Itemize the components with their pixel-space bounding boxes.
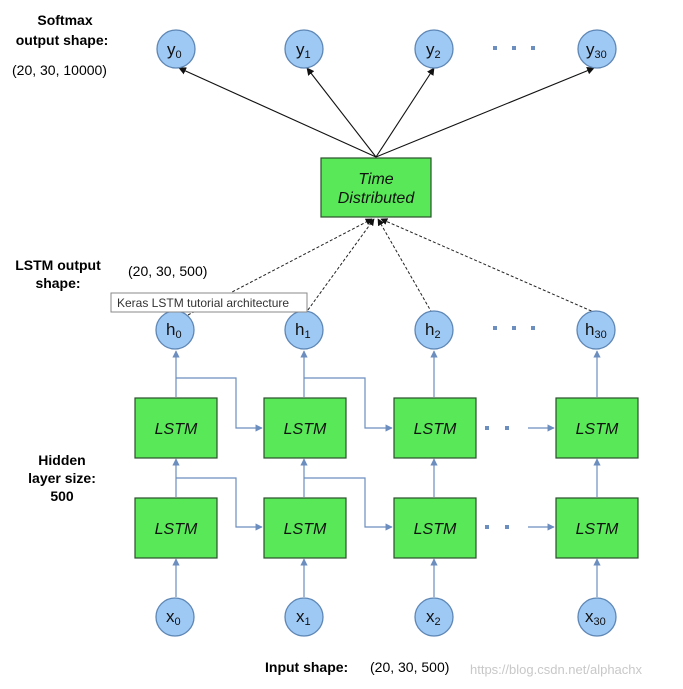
- svg-text:Time: Time: [358, 171, 394, 188]
- lstm-cell-bottom-1: LSTM: [263, 497, 347, 559]
- hidden-to-time-distributed-arrows: [187, 218, 597, 316]
- lstm-output-label-line1: LSTM output: [15, 257, 101, 273]
- top-row-ellipsis: [485, 426, 509, 430]
- svg-text:LSTM: LSTM: [284, 521, 327, 538]
- svg-text:y1: y1: [296, 40, 311, 61]
- output-node-y1: y1: [284, 29, 324, 69]
- output-node-y0: y0: [156, 29, 196, 69]
- svg-text:LSTM: LSTM: [414, 421, 457, 438]
- softmax-label-line2: output shape:: [16, 32, 109, 48]
- input-shape-value: (20, 30, 500): [370, 659, 449, 675]
- output-node-y2: y2: [414, 29, 454, 69]
- lstm-cell-top-1: LSTM: [263, 397, 347, 459]
- hidden-label-line1: Hidden: [38, 452, 85, 468]
- svg-text:y2: y2: [426, 40, 441, 61]
- output-arrows: [178, 67, 595, 158]
- lstm-cell-top-0: LSTM: [134, 397, 218, 459]
- softmax-shape: (20, 30, 10000): [12, 62, 107, 78]
- svg-text:LSTM: LSTM: [576, 421, 619, 438]
- input-node-x1: x1: [284, 597, 324, 637]
- lstm-output-shape: (20, 30, 500): [128, 263, 207, 279]
- svg-text:h1: h1: [295, 320, 311, 341]
- hidden-label-line2: layer size:: [28, 470, 96, 486]
- hidden-label-line3: 500: [50, 488, 74, 504]
- svg-text:x0: x0: [166, 607, 181, 628]
- lstm-cell-bottom-0: LSTM: [134, 497, 218, 559]
- svg-text:h30: h30: [585, 320, 607, 341]
- lstm-cell-top-30: LSTM: [555, 397, 639, 459]
- output-ellipsis: [493, 46, 535, 50]
- hidden-node-h1: h1: [284, 310, 324, 350]
- svg-text:LSTM: LSTM: [284, 421, 327, 438]
- input-node-x30: x30: [577, 597, 617, 637]
- lstm-cell-bottom-2: LSTM: [393, 497, 477, 559]
- watermark: https://blog.csdn.net/alphachx: [470, 662, 643, 677]
- svg-text:h0: h0: [166, 320, 182, 341]
- lstm-cell-bottom-30: LSTM: [555, 497, 639, 559]
- bottom-row-recurrent-arrows: [176, 477, 555, 531]
- svg-text:Keras LSTM tutorial architectu: Keras LSTM tutorial architecture: [117, 296, 289, 310]
- output-node-y30: y30: [577, 29, 617, 69]
- input-node-x2: x2: [414, 597, 454, 637]
- hidden-node-h0: h0: [155, 310, 195, 350]
- softmax-label-line1: Softmax: [37, 12, 92, 28]
- top-row-recurrent-arrows: [176, 377, 555, 432]
- svg-text:x1: x1: [296, 607, 311, 628]
- bottom-row-ellipsis: [485, 525, 509, 529]
- svg-text:y0: y0: [167, 40, 182, 61]
- time-distributed-layer: Time Distributed: [320, 157, 432, 218]
- hidden-node-h2: h2: [414, 310, 454, 350]
- svg-text:LSTM: LSTM: [155, 421, 198, 438]
- tooltip: Keras LSTM tutorial architecture: [110, 292, 308, 313]
- input-shape-label: Input shape:: [265, 659, 348, 675]
- svg-text:h2: h2: [425, 320, 441, 341]
- hidden-ellipsis: [493, 326, 535, 330]
- svg-text:LSTM: LSTM: [155, 521, 198, 538]
- svg-text:LSTM: LSTM: [576, 521, 619, 538]
- svg-text:Distributed: Distributed: [338, 190, 416, 207]
- svg-text:x2: x2: [426, 607, 441, 628]
- lstm-cell-top-2: LSTM: [393, 397, 477, 459]
- svg-text:x30: x30: [585, 607, 606, 628]
- hidden-node-h30: h30: [576, 310, 616, 350]
- input-node-x0: x0: [155, 597, 195, 637]
- svg-text:y30: y30: [586, 40, 607, 61]
- lstm-output-label-line2: shape:: [35, 275, 80, 291]
- input-to-lstm-arrows: [172, 558, 601, 597]
- lstm-stack-arrows: [172, 458, 601, 497]
- lstm-to-hidden-arrows: [172, 350, 601, 397]
- svg-text:LSTM: LSTM: [414, 521, 457, 538]
